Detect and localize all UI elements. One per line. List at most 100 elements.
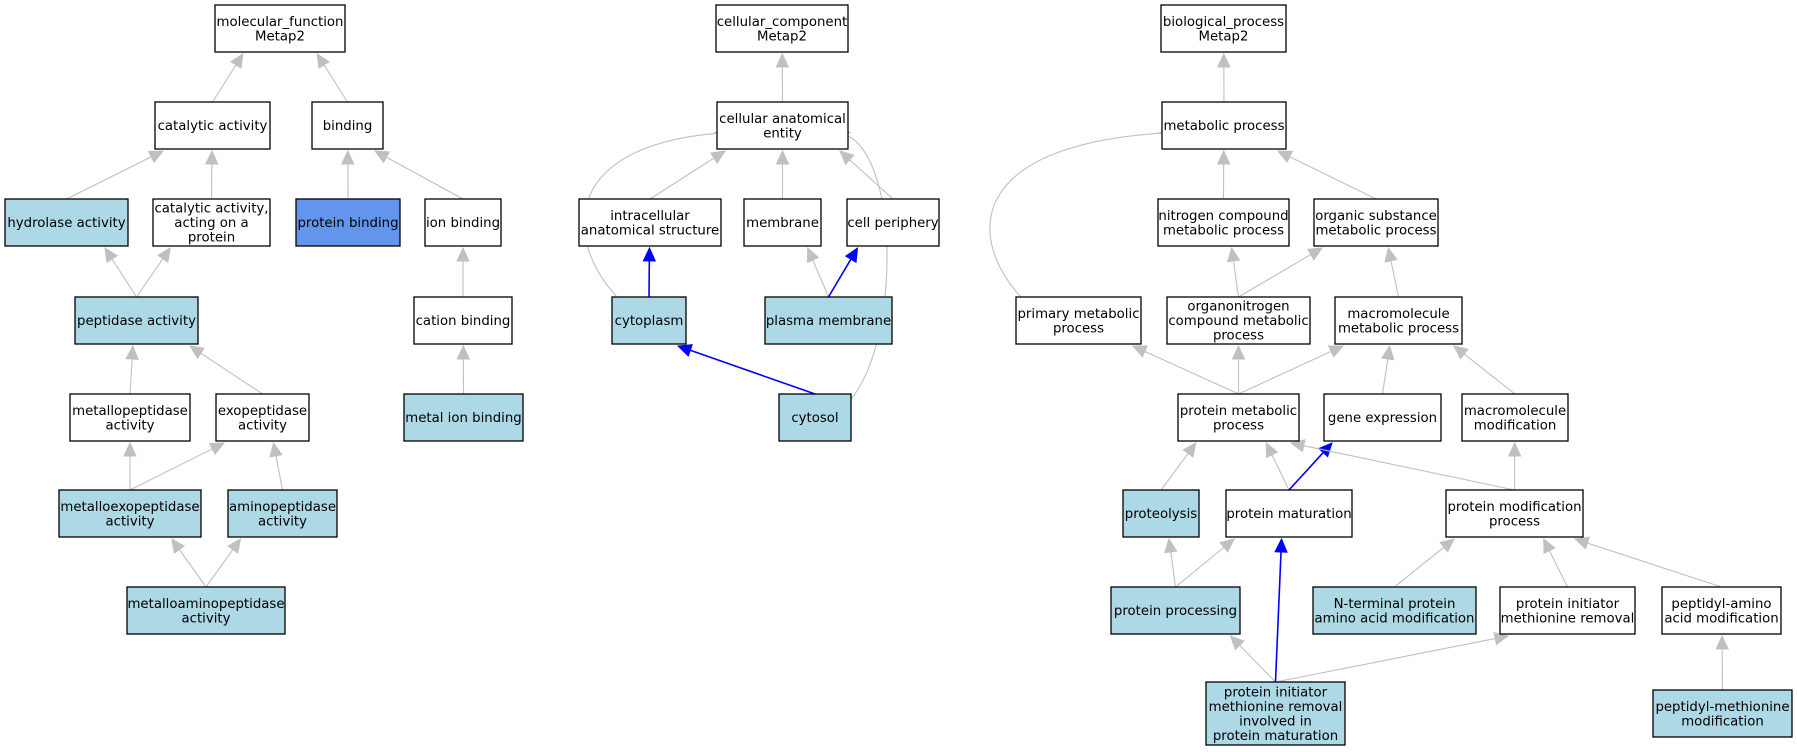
node-proteolysis[interactable]: proteolysis: [1122, 489, 1200, 538]
edge-arrowhead: [844, 246, 859, 264]
edge-line: [837, 132, 888, 400]
edges-layer: [66, 52, 1729, 691]
edge-arrowhead: [104, 246, 119, 264]
edge-plasmamem-to-cellper: [827, 246, 859, 298]
edge-protbind-to-binding: [341, 149, 355, 200]
edge-arrowhead: [1226, 246, 1241, 263]
node-metabolic-process[interactable]: metabolic process: [1161, 101, 1287, 150]
node-label: protein metabolic: [1180, 404, 1297, 419]
node-label: Metap2: [757, 29, 807, 44]
node-box: [1445, 489, 1584, 538]
edge-geneexp-to-macromet: [1380, 344, 1395, 395]
node-label: catalytic activity: [158, 119, 268, 134]
node-label: organonitrogen: [1187, 300, 1289, 315]
edge-metproc-to-bp: [1217, 52, 1231, 103]
node-binding[interactable]: binding: [311, 101, 384, 150]
node-label: methionine removal: [1209, 700, 1343, 715]
edge-protmet-to-macromet: [1238, 345, 1345, 395]
edge-protinit-to-protmodproc: [1543, 537, 1568, 588]
edge-arrowhead: [1164, 537, 1178, 554]
node-protein-maturation[interactable]: protein maturation: [1225, 489, 1353, 538]
edge-membrane-to-cae: [775, 149, 790, 199]
node-gene-expression[interactable]: gene expression: [1323, 393, 1442, 442]
node-hydrolase-activity[interactable]: hydrolase activity: [4, 198, 129, 247]
node-box: [215, 393, 310, 442]
node-label: Metap2: [255, 29, 305, 44]
edge-protinitmat-to-protmat: [1274, 537, 1288, 683]
edge-metalloamino-to-metalloexo: [171, 538, 207, 588]
edge-protmet-to-organonitro: [1231, 344, 1246, 394]
edge-arrowhead: [1327, 345, 1345, 358]
node-cytosol[interactable]: cytosol: [778, 393, 852, 442]
edge-protinitmat-to-protinit: [1275, 631, 1510, 683]
node-ion-binding[interactable]: ion binding: [424, 198, 502, 247]
node-catalytic-activity[interactable]: catalytic activity: [154, 101, 271, 150]
node-box: [424, 198, 502, 247]
node-label: protein initiator: [1516, 597, 1620, 612]
edge-line: [1274, 551, 1282, 683]
edge-line: [129, 358, 133, 395]
node-label: ion binding: [426, 216, 500, 231]
node-label: cellular_component: [717, 15, 848, 30]
node-box: [578, 198, 722, 247]
edge-ionbind-to-binding: [373, 150, 464, 200]
node-protein-binding[interactable]: protein binding: [295, 198, 401, 247]
node-cation-binding[interactable]: cation binding: [413, 296, 513, 345]
node-box: [413, 296, 513, 345]
node-peptidase-activity[interactable]: peptidase activity: [74, 296, 199, 345]
node-membrane[interactable]: membrane: [743, 198, 822, 247]
edge-arrowhead: [189, 345, 206, 360]
node-metal-ion-binding[interactable]: metal ion binding: [403, 393, 524, 442]
edge-arrowhead: [709, 150, 727, 164]
edge-line: [649, 157, 715, 200]
edge-peptidase-to-catprot: [136, 247, 171, 298]
node-box: [126, 586, 286, 635]
edge-metalloexo-to-exopep: [129, 442, 226, 491]
edge-line: [1238, 350, 1332, 395]
edge-arrowhead: [125, 344, 139, 360]
edge-metallopep-to-peptidase: [125, 344, 139, 395]
edge-line: [1381, 358, 1389, 395]
node-box: [403, 393, 524, 442]
node-box: [1160, 4, 1287, 53]
node-protein-processing[interactable]: protein processing: [1110, 586, 1241, 635]
edge-arrowhead: [1306, 247, 1324, 261]
edge-line: [1394, 546, 1445, 588]
node-label: membrane: [746, 216, 819, 231]
node-box: [1313, 198, 1439, 247]
node-label: primary metabolic: [1017, 307, 1139, 322]
edge-protmet-to-primary: [1131, 345, 1239, 395]
node-label: modification: [1474, 418, 1557, 433]
edge-cae-to-cc: [775, 52, 790, 103]
node-cytoplasm[interactable]: cytoplasm: [611, 296, 687, 345]
node-label: protein initiator: [1224, 685, 1328, 700]
node-box: [1323, 393, 1442, 442]
node-label: methionine removal: [1501, 611, 1635, 626]
node-cell-periphery[interactable]: cell periphery: [846, 198, 940, 247]
node-plasma-membrane[interactable]: plasma membrane: [764, 296, 893, 345]
